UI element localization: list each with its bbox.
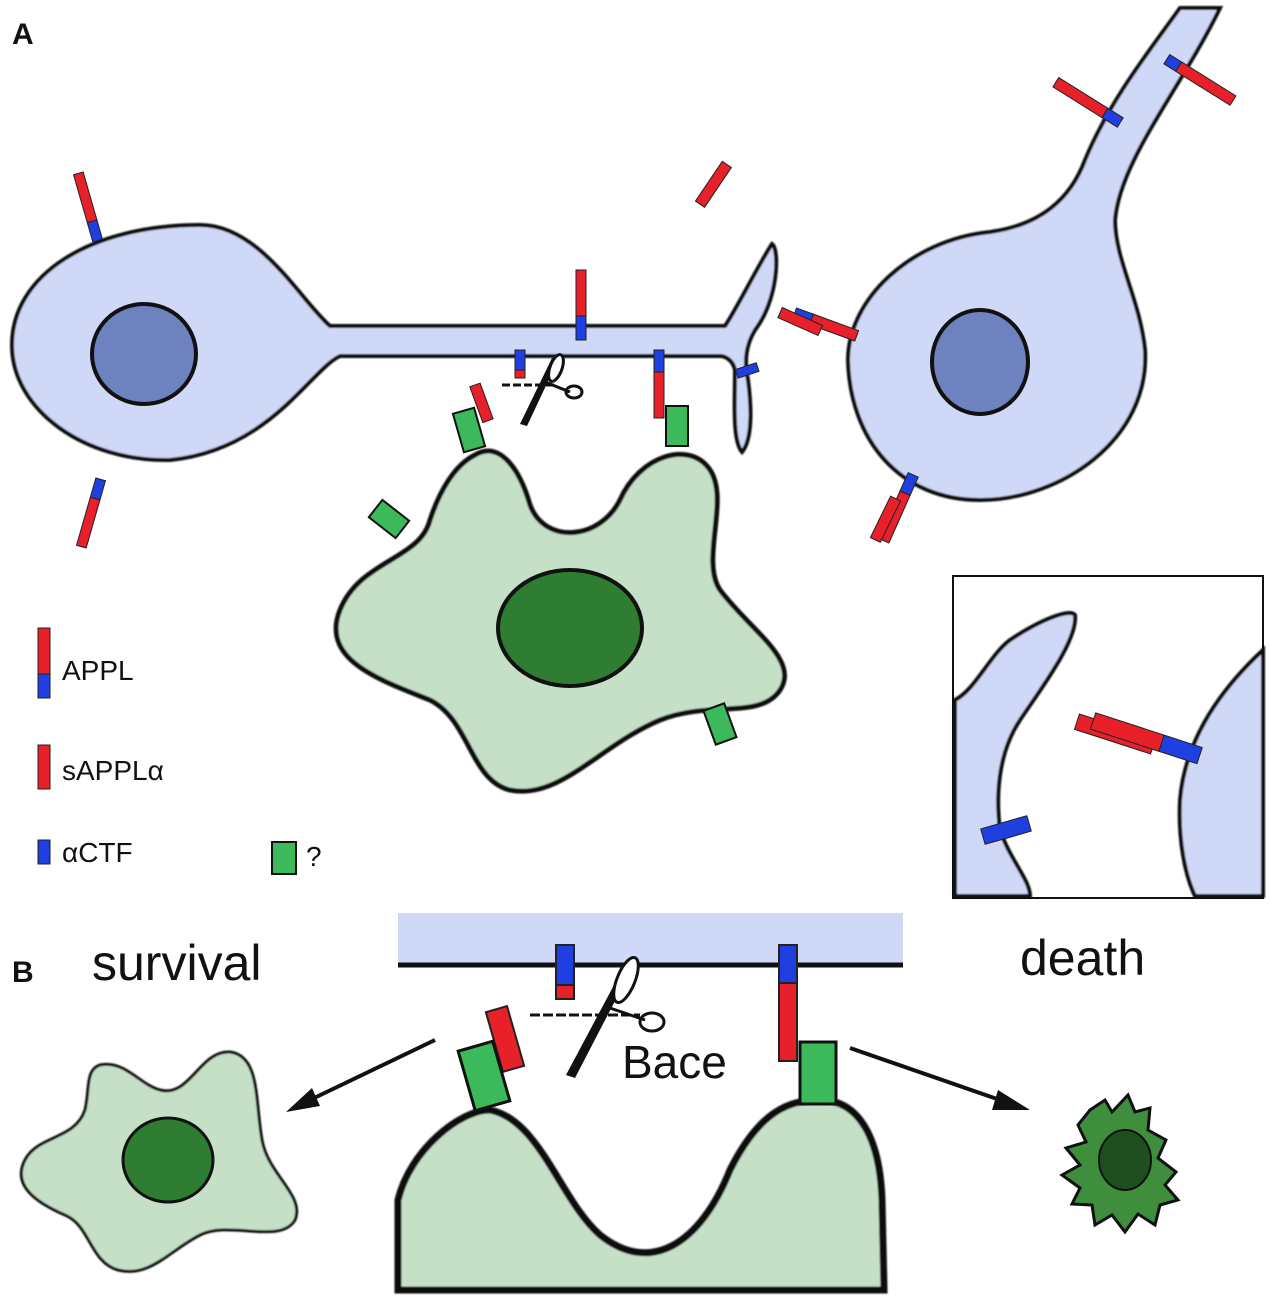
legend-actf-label: αCTF — [62, 837, 133, 868]
glia-surface-zoom — [394, 1096, 888, 1294]
appl-molecule-3 — [575, 269, 587, 341]
panel-a-label: A — [12, 18, 34, 51]
survival-label: survival — [92, 935, 261, 991]
death-label: death — [1020, 930, 1145, 986]
appl-molecule-4 — [653, 349, 665, 419]
legend-unknown-label: ? — [306, 841, 322, 872]
neuron-right — [845, 6, 1224, 503]
actf-stub-1 — [514, 349, 526, 379]
legend-unknown: ? — [271, 841, 322, 875]
legend-actf: αCTF — [37, 837, 133, 868]
neuron-left-nucleus — [90, 302, 198, 406]
legend-sappla: sAPPLα — [37, 744, 164, 790]
unknown-partner-1 — [451, 406, 487, 454]
dying-glia-cell — [1059, 1092, 1181, 1235]
scissors-icon — [502, 353, 584, 426]
legend-sappla-label: sAPPLα — [62, 755, 164, 786]
panel-b-label: B — [12, 956, 34, 989]
sappla-fragment-1 — [694, 160, 733, 208]
sappla-fragment-3 — [869, 495, 902, 543]
neuron-right-nucleus — [930, 308, 1030, 416]
neuron-membrane-zoom — [398, 913, 903, 968]
b-actf-stub — [555, 944, 575, 1000]
inset-appl-molecule — [1089, 712, 1203, 765]
sappla-fragment-4 — [469, 382, 494, 424]
unknown-partner-2 — [665, 405, 689, 447]
appl-molecule-6 — [1052, 76, 1124, 128]
glia-nucleus — [496, 568, 644, 688]
unknown-partner-4 — [702, 702, 738, 746]
bace-scissors-icon — [530, 955, 666, 1078]
appl-molecule-2 — [75, 477, 107, 549]
b-unknown-partner-left — [456, 1039, 512, 1113]
inset-actf-stub — [980, 815, 1032, 845]
legend-appl: APPL — [37, 627, 134, 699]
b-appl-molecule — [778, 944, 798, 1062]
sappla-fragment-2 — [777, 306, 824, 337]
arrow-to-death — [849, 1046, 1030, 1110]
dying-glia-nucleus — [1098, 1129, 1152, 1191]
bace-label: Bace — [622, 1036, 727, 1088]
surviving-glia-nucleus — [121, 1116, 215, 1204]
arrow-to-survival — [286, 1038, 436, 1112]
appl-molecule-1 — [72, 171, 104, 243]
legend: APPL sAPPLα αCTF ? — [37, 627, 322, 875]
inset-zoom — [952, 575, 1265, 899]
appl-molecule-5 — [1163, 53, 1237, 106]
unknown-partner-3 — [367, 498, 411, 540]
neuron-left — [9, 222, 779, 463]
legend-appl-label: APPL — [62, 655, 134, 686]
surviving-glia-cell — [19, 1050, 299, 1273]
actf-stub-2 — [734, 362, 760, 379]
b-unknown-partner-right — [798, 1040, 838, 1106]
